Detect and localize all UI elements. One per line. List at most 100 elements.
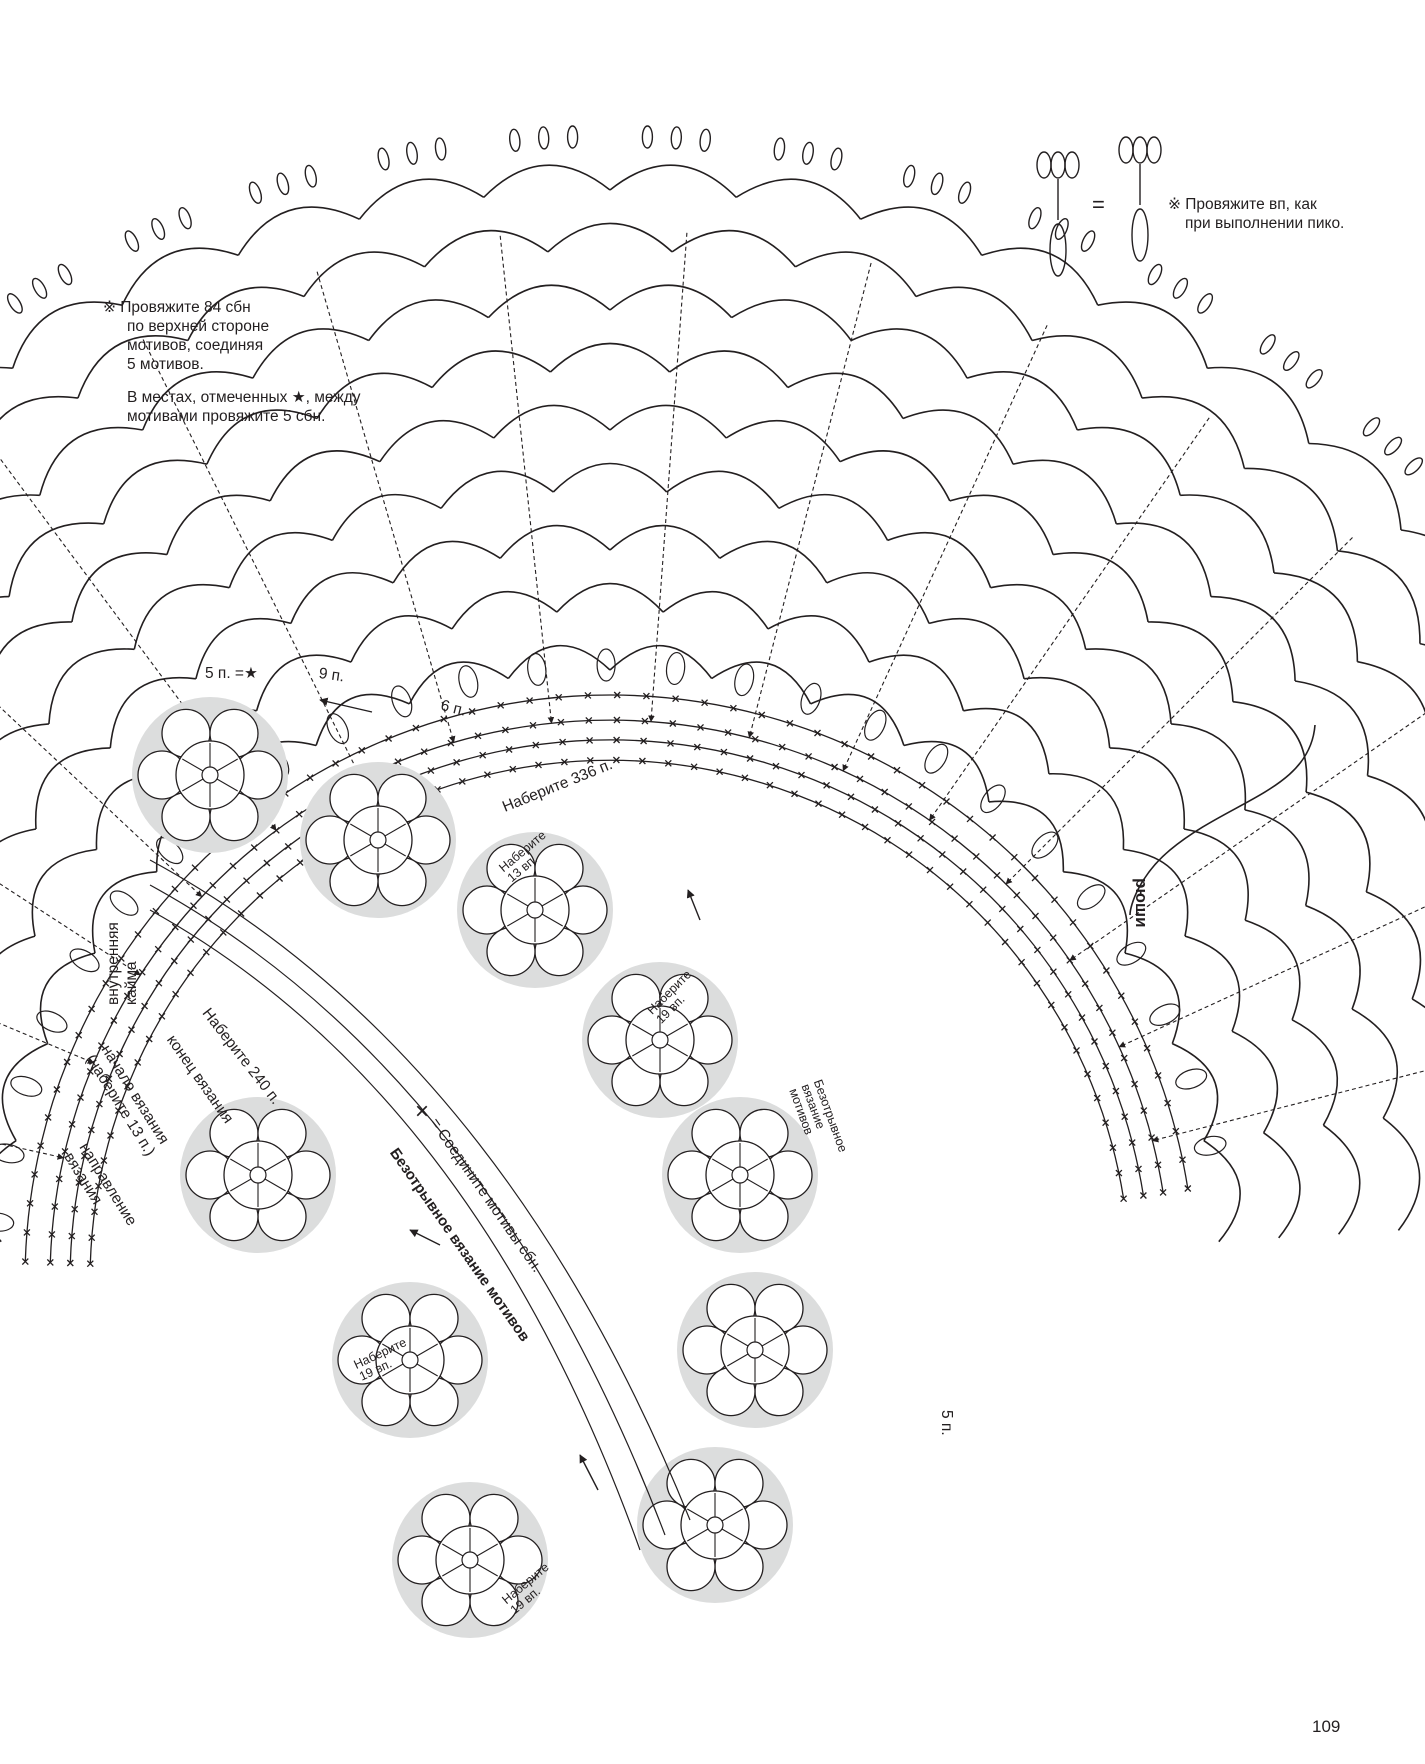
sc-mark bbox=[75, 1179, 83, 1186]
chain-arc bbox=[0, 935, 36, 955]
sc-mark bbox=[31, 1170, 39, 1178]
sc-mark bbox=[972, 852, 980, 860]
chain-arc bbox=[1322, 1124, 1361, 1235]
sc-mark bbox=[1120, 1054, 1128, 1062]
sc-mark bbox=[918, 781, 926, 789]
chain-arc bbox=[166, 494, 271, 555]
picot-petal bbox=[276, 172, 290, 196]
sc-mark bbox=[55, 1175, 63, 1183]
sc-mark bbox=[1091, 1038, 1098, 1045]
sc-mark bbox=[123, 992, 131, 1000]
picot-petal bbox=[537, 126, 550, 150]
border-row bbox=[24, 694, 1189, 1262]
sc-mark bbox=[1154, 1071, 1162, 1079]
flower-motif bbox=[392, 1482, 548, 1638]
sc-mark bbox=[420, 748, 428, 756]
sc-mark bbox=[37, 1142, 45, 1150]
sc-mark bbox=[979, 886, 987, 894]
sc-mark bbox=[1078, 1014, 1086, 1022]
sc-mark bbox=[61, 1147, 69, 1155]
chain-arc bbox=[1411, 998, 1425, 1009]
chain-arc bbox=[1124, 952, 1181, 1044]
sc-mark bbox=[88, 1234, 96, 1242]
chain-arc bbox=[1171, 723, 1247, 810]
sc-mark bbox=[815, 800, 822, 808]
sc-mark bbox=[716, 768, 724, 776]
sc-mark bbox=[669, 720, 677, 727]
picot-petal bbox=[1147, 263, 1163, 286]
sc-mark bbox=[71, 1205, 79, 1213]
chain-arc bbox=[1141, 395, 1246, 469]
sc-mark bbox=[509, 765, 517, 773]
chain-arc bbox=[1365, 891, 1422, 1000]
chain-arc bbox=[1351, 1008, 1399, 1119]
sc-mark bbox=[917, 834, 925, 842]
picot-equals: = bbox=[1092, 192, 1105, 217]
picot-petal bbox=[1384, 436, 1403, 456]
sc-mark bbox=[209, 881, 217, 889]
note-picot-2: при выполнении пико. bbox=[1185, 215, 1345, 232]
sc-mark bbox=[95, 1100, 103, 1108]
label-inner-edge: внутренняя кайма bbox=[105, 922, 140, 1005]
picot-petal bbox=[124, 230, 140, 252]
chain-arc bbox=[669, 350, 789, 389]
chain-arc bbox=[499, 524, 611, 559]
sc-mark bbox=[758, 711, 766, 719]
chain-arc bbox=[1109, 747, 1186, 830]
chain-arc bbox=[121, 247, 239, 306]
direction-arrow bbox=[409, 1229, 441, 1246]
picot-petal bbox=[57, 263, 73, 286]
chain-arc bbox=[1203, 1140, 1241, 1243]
chain-arc bbox=[255, 654, 352, 712]
puff-cluster bbox=[1175, 1068, 1208, 1090]
chain-arc bbox=[1024, 676, 1111, 748]
ruffle-chain-arcs bbox=[0, 164, 1425, 1243]
note-top-left-1: ※ Провяжите 84 сбн bbox=[103, 299, 251, 316]
sc-mark bbox=[171, 923, 179, 931]
sc-mark bbox=[946, 883, 954, 891]
sc-mark bbox=[585, 716, 593, 724]
sc-mark bbox=[667, 739, 674, 747]
chain-arc bbox=[719, 540, 828, 584]
chain-arc bbox=[671, 229, 797, 268]
sc-mark bbox=[1131, 1080, 1139, 1088]
sc-mark bbox=[154, 945, 162, 953]
sc-mark bbox=[1010, 853, 1018, 861]
sc-mark bbox=[751, 735, 759, 743]
label-st-5b: 5 п. bbox=[938, 1410, 955, 1436]
chain-arc bbox=[1244, 809, 1310, 906]
sc-mark bbox=[664, 759, 672, 767]
sc-mark bbox=[729, 704, 737, 712]
sc-mark bbox=[641, 717, 649, 725]
sc-mark bbox=[1001, 938, 1009, 946]
sc-mark bbox=[296, 858, 304, 866]
chain-arc bbox=[316, 372, 433, 419]
chain-arc bbox=[666, 470, 780, 509]
sc-mark bbox=[1084, 1070, 1091, 1078]
sc-mark bbox=[48, 1230, 56, 1238]
chain-arc bbox=[795, 251, 917, 297]
chain-arc bbox=[102, 459, 208, 525]
sc-mark bbox=[772, 762, 780, 770]
chain-arc bbox=[868, 654, 965, 712]
sc-mark bbox=[1128, 1139, 1136, 1147]
sc-mark bbox=[798, 771, 805, 779]
picot-petal bbox=[508, 128, 521, 152]
chain-arc bbox=[981, 247, 1099, 306]
chain-arc bbox=[609, 164, 737, 198]
sc-mark bbox=[998, 905, 1006, 913]
picot-petal bbox=[1080, 230, 1096, 252]
sc-mark bbox=[86, 1067, 94, 1075]
picot-legend-icons bbox=[1036, 136, 1162, 277]
chain-arc bbox=[903, 740, 990, 803]
sc-mark bbox=[427, 767, 435, 775]
legend-petal bbox=[1064, 151, 1080, 179]
legend-petal bbox=[1132, 136, 1148, 164]
chain-arc bbox=[331, 493, 442, 541]
motif-ring bbox=[651, 1031, 669, 1049]
chain-arc bbox=[451, 590, 558, 630]
sc-mark bbox=[86, 1260, 94, 1268]
sc-mark bbox=[497, 701, 505, 709]
dashed-guide bbox=[0, 883, 141, 976]
chain-arc bbox=[290, 572, 394, 624]
